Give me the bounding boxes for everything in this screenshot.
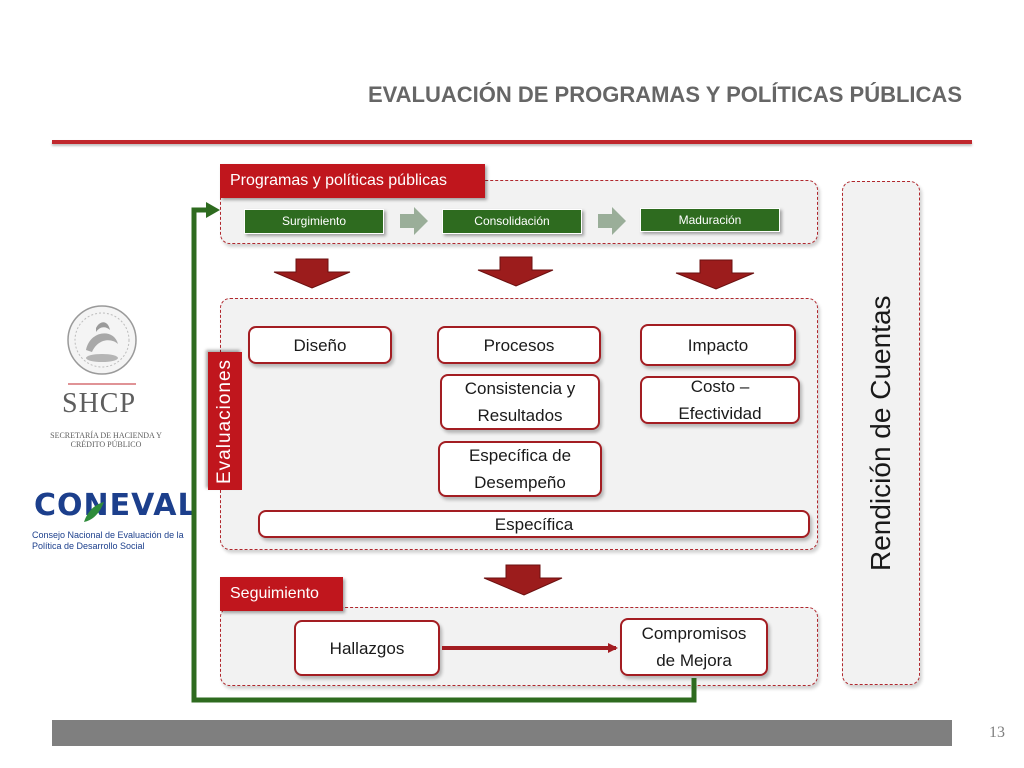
box-especifica-desempeno: Específica de Desempeño: [438, 441, 602, 497]
rendicion-panel: [842, 181, 920, 685]
page-number: 13: [989, 724, 1005, 741]
shcp-logo-text: SHCP: [62, 388, 137, 419]
shcp-logo-subtitle: SECRETARÍA DE HACIENDA Y CRÉDITO PÚBLICO: [50, 431, 162, 449]
box-procesos: Procesos: [437, 326, 601, 364]
stage-consolidacion: Consolidación: [442, 209, 582, 234]
feedback-loop-arrowhead: [206, 202, 220, 218]
down-arrow-1: [273, 258, 351, 289]
down-arrow-2: [477, 256, 554, 287]
page-title: EVALUACIÓN DE PROGRAMAS Y POLÍTICAS PÚBL…: [367, 82, 962, 107]
shcp-logo: SHCP SECRETARÍA DE HACIENDA Y CRÉDITO PÚ…: [40, 300, 170, 460]
stage-surgimiento: Surgimiento: [244, 209, 384, 234]
mexico-seal-icon: [67, 305, 137, 385]
stage-arrow-2: [598, 207, 626, 235]
coneval-logo-text: CONEVAL: [34, 488, 198, 523]
box-hallazgos: Hallazgos: [294, 620, 440, 676]
footer-bar: [52, 720, 952, 746]
coneval-leaf-icon: [84, 502, 104, 522]
down-arrow-3: [675, 259, 755, 290]
box-diseno: Diseño: [248, 326, 392, 364]
programs-label: Programas y políticas públicas: [220, 164, 485, 198]
title-rule: [52, 140, 972, 144]
coneval-logo: CONEVAL Consejo Nacional de Evaluación d…: [30, 488, 197, 558]
coneval-logo-subtitle: Consejo Nacional de Evaluación de la Pol…: [32, 530, 184, 551]
box-costo-efectividad: Costo – Efectividad: [640, 376, 800, 424]
box-consistencia: Consistencia y Resultados: [440, 374, 600, 430]
box-especifica: Específica: [258, 510, 810, 538]
seguimiento-label: Seguimiento: [220, 577, 343, 611]
down-arrow-4: [483, 564, 563, 596]
stage-arrow-1: [400, 207, 428, 235]
stage-maduracion: Maduración: [640, 208, 780, 232]
box-impacto: Impacto: [640, 324, 796, 366]
box-compromisos-mejora: Compromisos de Mejora: [620, 618, 768, 676]
feedback-loop-line: [191, 207, 697, 703]
